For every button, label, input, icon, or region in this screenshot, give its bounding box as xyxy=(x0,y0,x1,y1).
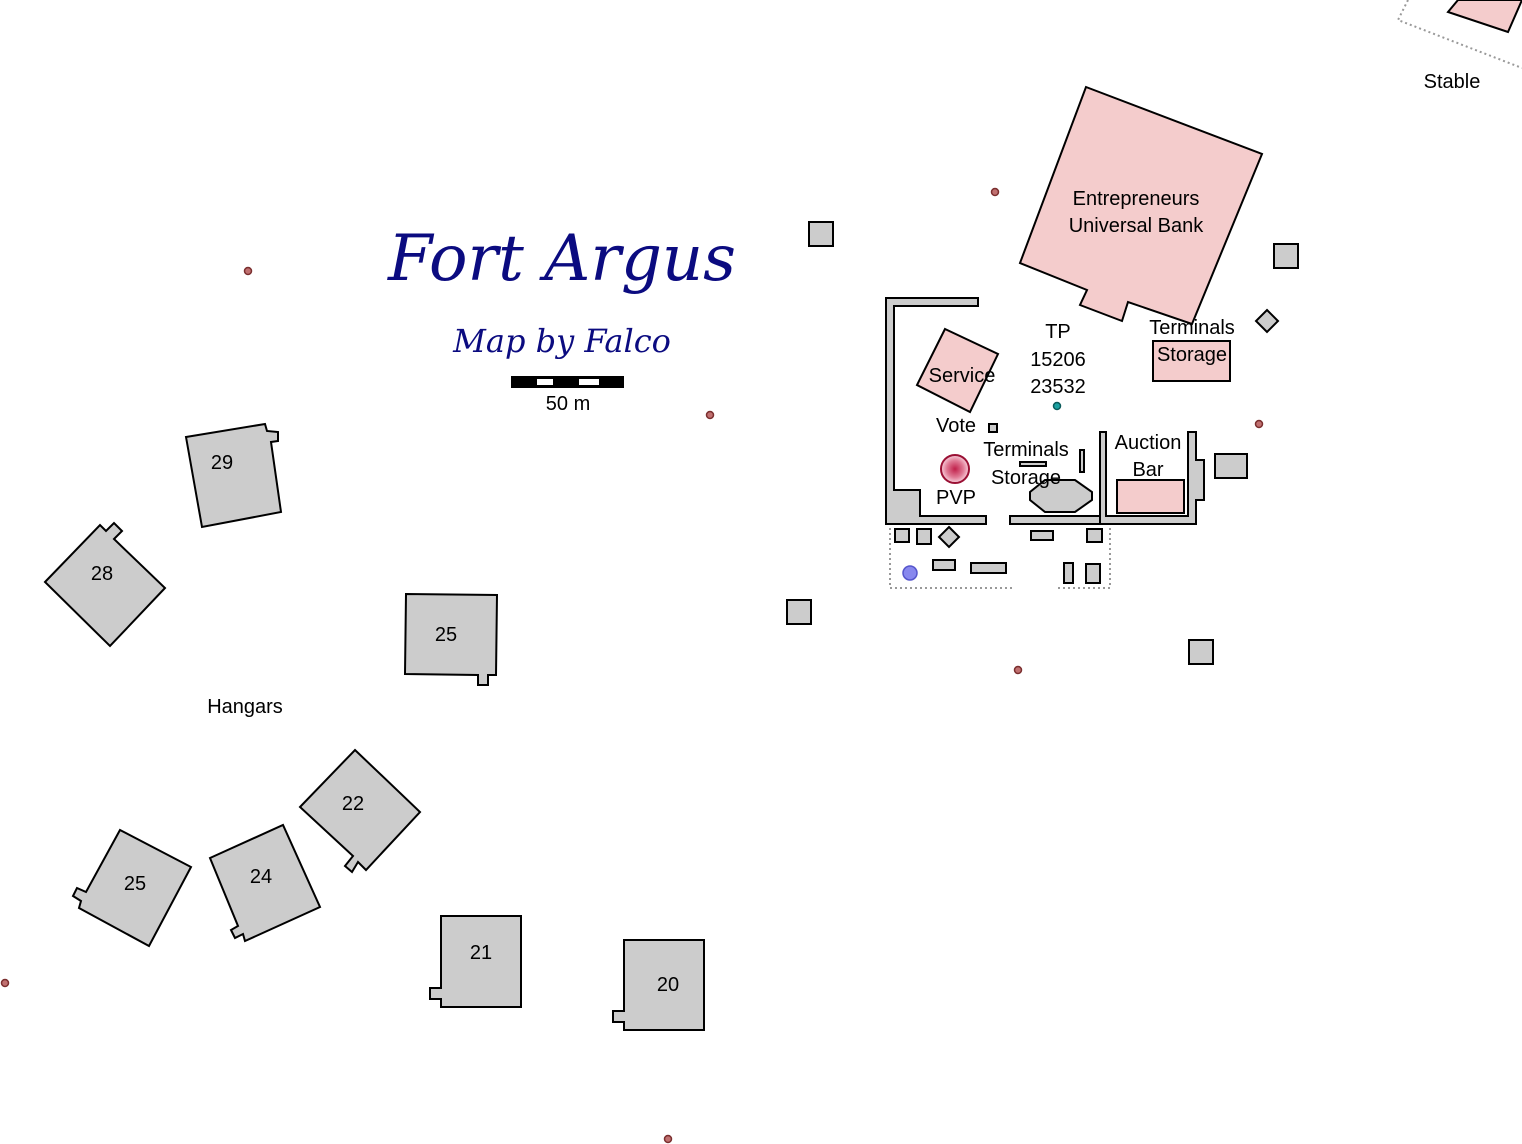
map-marker-dot[interactable] xyxy=(705,410,715,420)
small-building[interactable] xyxy=(786,599,812,625)
map-subtitle: Map by Falco xyxy=(452,322,671,360)
map-title: Fort Argus xyxy=(387,222,736,296)
yard-crate[interactable] xyxy=(932,559,956,571)
stable-fence xyxy=(1396,0,1522,69)
yard-crate[interactable] xyxy=(1085,563,1101,584)
hangar-29-label: 29 xyxy=(211,452,233,474)
yard-crate[interactable] xyxy=(894,528,910,543)
service-building[interactable] xyxy=(915,327,1000,414)
scale-bar: 50 m xyxy=(511,376,624,415)
map-marker-dot[interactable] xyxy=(1254,419,1264,429)
terminal-post[interactable] xyxy=(1079,449,1085,473)
teleporter-icon[interactable] xyxy=(1052,401,1062,411)
compound-west-wall[interactable] xyxy=(885,297,987,525)
hangar-24-label: 24 xyxy=(250,866,272,888)
hangars-area-label: Hangars xyxy=(207,696,283,718)
compound-east-wall[interactable] xyxy=(1099,431,1205,525)
small-building[interactable] xyxy=(1273,243,1299,269)
terminals-label-center: Terminals xyxy=(983,439,1069,461)
hangar-21[interactable] xyxy=(429,915,522,1008)
bank-label-line1: Entrepreneurs xyxy=(1073,188,1200,210)
hangar-20-label: 20 xyxy=(657,974,679,996)
yard-crate[interactable] xyxy=(916,528,932,545)
hangar-23[interactable] xyxy=(403,592,499,686)
scale-label: 50 m xyxy=(546,393,590,415)
hangar-25-label: 25 xyxy=(124,873,146,895)
yard-crate[interactable] xyxy=(1063,562,1074,584)
blue-marker-icon[interactable] xyxy=(902,565,918,581)
yard-fence-west xyxy=(889,528,1015,589)
storage-octagon[interactable] xyxy=(1029,479,1093,513)
tp-coord-y: 23532 xyxy=(1030,376,1086,398)
auction-label: Auction xyxy=(1115,432,1182,454)
hangar-29[interactable] xyxy=(184,422,283,529)
pvp-marker-icon[interactable] xyxy=(940,454,970,484)
tp-label: TP xyxy=(1045,321,1071,343)
small-building[interactable] xyxy=(1188,639,1214,665)
terminals-label-right: Terminals xyxy=(1149,317,1235,339)
bank-label-line2: Universal Bank xyxy=(1069,215,1205,237)
tp-coord-x: 15206 xyxy=(1030,349,1086,371)
yard-crate[interactable] xyxy=(1086,528,1103,543)
map-marker-dot[interactable] xyxy=(990,187,1000,197)
storage-label-right: Storage xyxy=(1157,344,1227,366)
vote-label: Vote xyxy=(936,415,976,437)
small-building[interactable] xyxy=(808,221,834,247)
yard-crate[interactable] xyxy=(937,525,961,549)
hangar-22[interactable] xyxy=(298,748,422,874)
hangar-20[interactable] xyxy=(612,939,705,1031)
storage-label-center: Storage xyxy=(991,467,1061,489)
map-marker-dot[interactable] xyxy=(1013,665,1023,675)
stable-building[interactable] xyxy=(1446,0,1522,34)
hangar-23-label: 25 xyxy=(435,624,457,646)
vote-terminal[interactable] xyxy=(988,423,998,433)
bank-building[interactable] xyxy=(1018,85,1264,326)
service-label: Service xyxy=(929,365,996,387)
auction-bar-building[interactable] xyxy=(1116,479,1185,514)
pvp-label: PVP xyxy=(936,487,976,509)
compound-south-wall[interactable] xyxy=(1009,515,1101,525)
small-building[interactable] xyxy=(1214,453,1248,479)
hangar-24[interactable] xyxy=(208,823,322,943)
map-marker-dot[interactable] xyxy=(663,1134,673,1144)
map-marker-dot[interactable] xyxy=(0,978,10,988)
hangar-28-label: 28 xyxy=(91,563,113,585)
hangar-28[interactable] xyxy=(43,521,167,648)
yard-crate[interactable] xyxy=(970,562,1007,574)
stable-label: Stable xyxy=(1424,71,1481,93)
map-marker-dot[interactable] xyxy=(243,266,253,276)
hangar-21-label: 21 xyxy=(470,942,492,964)
terminals-storage-building[interactable] xyxy=(1152,340,1231,382)
yard-crate[interactable] xyxy=(1030,530,1054,541)
terminal-bar[interactable] xyxy=(1019,461,1047,467)
yard-fence-east xyxy=(1058,528,1111,589)
bar-label: Bar xyxy=(1132,459,1163,481)
small-building[interactable] xyxy=(1254,308,1280,334)
hangar-22-label: 22 xyxy=(342,793,364,815)
hangar-25[interactable] xyxy=(71,828,193,948)
